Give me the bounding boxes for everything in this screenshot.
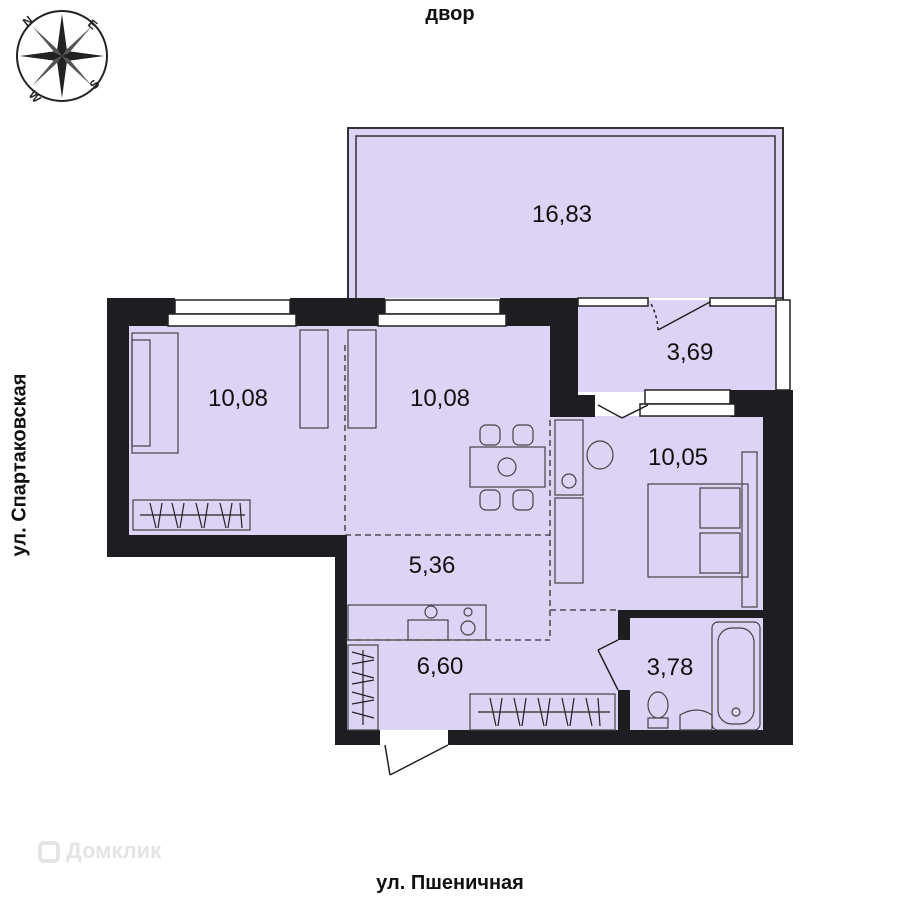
balcony-room — [348, 128, 783, 298]
apartment-rooms — [128, 326, 765, 730]
area-living-dining: 10,08 — [409, 385, 471, 412]
yard-label: двор — [425, 3, 475, 25]
area-kitchen: 5,36 — [408, 552, 456, 579]
compass-icon: N E S W — [16, 10, 108, 106]
domclick-logo-icon — [38, 841, 60, 864]
loggia-room — [578, 300, 783, 392]
furniture — [131, 329, 761, 731]
area-balcony: 16,83 — [531, 201, 593, 228]
area-bedroom: 10,05 — [647, 444, 709, 471]
street-pshenichnaya-label: ул. Пшеничная — [376, 872, 524, 894]
area-room-left: 10,08 — [207, 385, 269, 412]
area-loggia: 3,69 — [666, 339, 714, 366]
watermark-text: Домклик — [66, 838, 162, 863]
area-bathroom: 3,78 — [646, 654, 694, 681]
compass-n: N — [20, 13, 36, 29]
walls — [107, 298, 793, 745]
doors — [384, 301, 711, 776]
bathroom-room — [628, 615, 763, 730]
windows — [167, 297, 791, 417]
area-hall: 6,60 — [416, 653, 464, 680]
domclick-watermark: Домклик — [38, 838, 161, 864]
compass-w: W — [26, 88, 44, 106]
